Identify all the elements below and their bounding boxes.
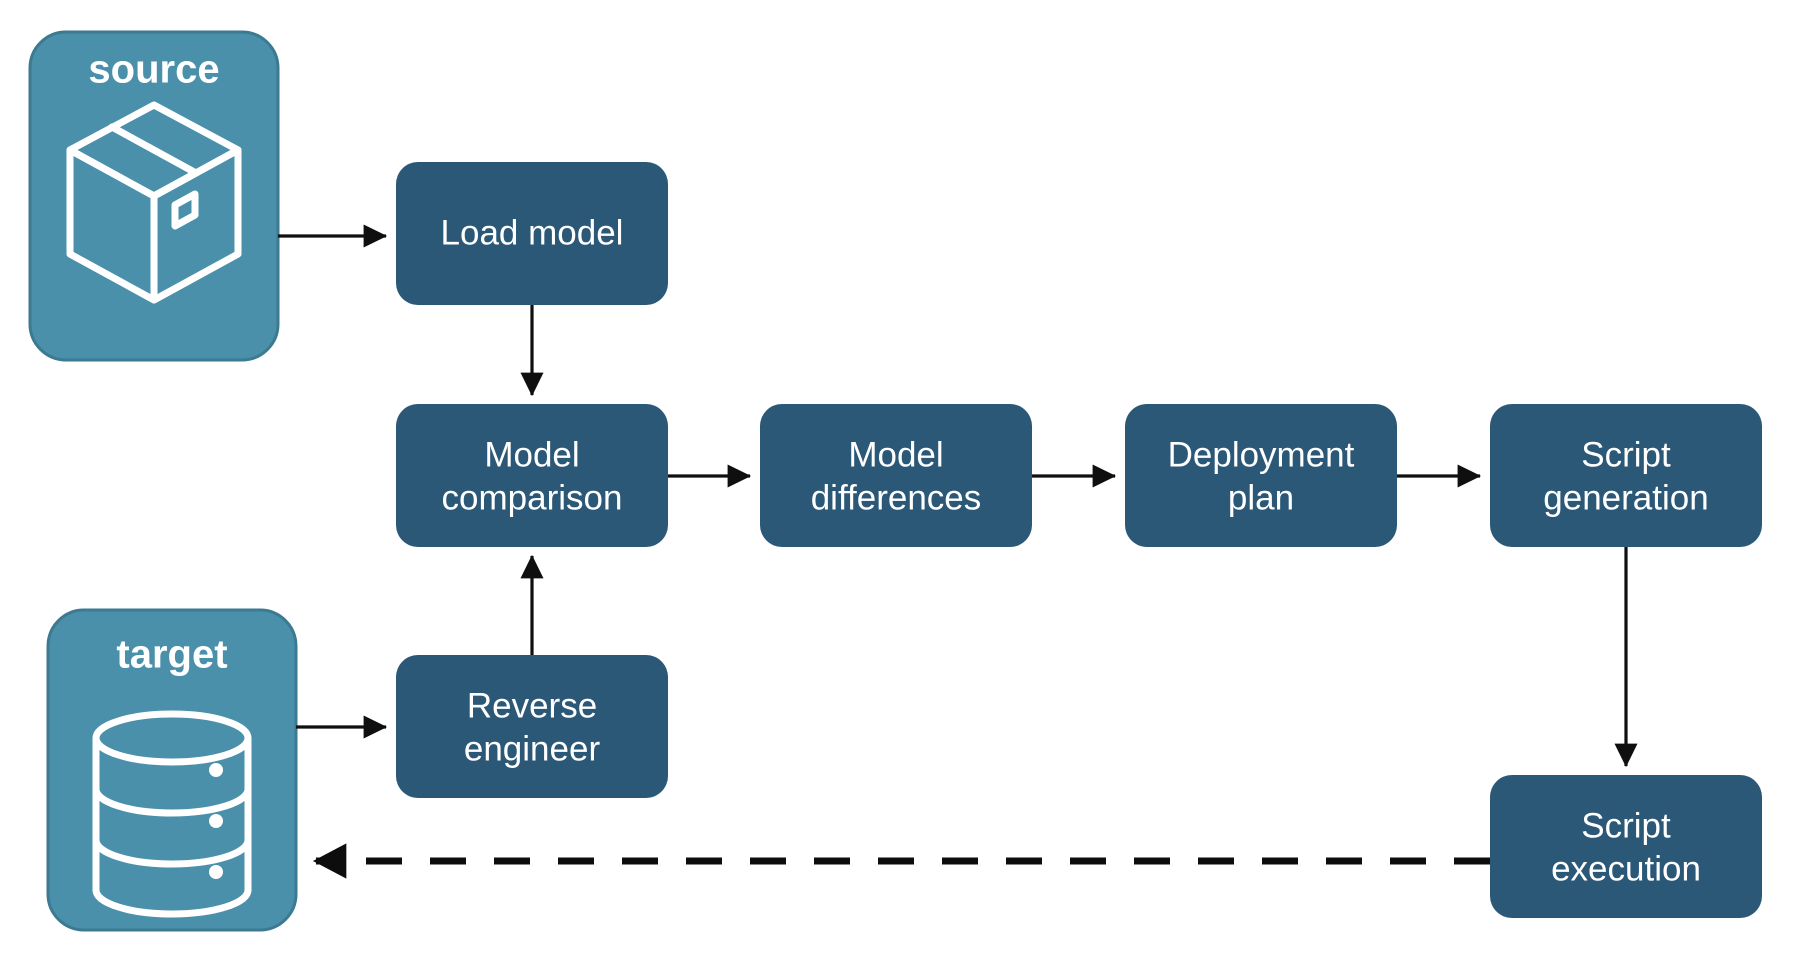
- node-model-comparison-label-line-1: Model: [484, 435, 579, 474]
- node-model-differences-shape: [760, 404, 1032, 547]
- node-script-execution-label-line-1: Script: [1581, 806, 1671, 845]
- endpoint-source-label: source: [88, 48, 219, 92]
- node-model-comparison-shape: [396, 404, 668, 547]
- endpoint-target-label: target: [116, 633, 227, 677]
- node-reverse-engineer-label-line-2: engineer: [464, 729, 601, 768]
- endpoint-source[interactable]: source: [28, 30, 280, 362]
- node-script-generation-label-line-2: generation: [1543, 478, 1708, 517]
- node-script-execution[interactable]: Script execution: [1490, 775, 1762, 918]
- node-deployment-plan-label-line-1: Deployment: [1168, 435, 1355, 474]
- package-box-icon: [66, 101, 242, 304]
- endpoint-target-shape: [46, 608, 298, 932]
- node-deployment-plan[interactable]: Deployment plan: [1125, 404, 1397, 547]
- node-script-execution-label-line-2: execution: [1551, 849, 1701, 888]
- node-script-generation-shape: [1490, 404, 1762, 547]
- node-model-differences[interactable]: Model differences: [760, 404, 1032, 547]
- node-reverse-engineer-label-line-1: Reverse: [467, 686, 597, 725]
- node-reverse-engineer-shape: [396, 655, 668, 798]
- endpoint-target[interactable]: target: [46, 608, 298, 932]
- node-deployment-plan-shape: [1125, 404, 1397, 547]
- node-model-differences-label-line-1: Model: [848, 435, 943, 474]
- node-script-generation[interactable]: Script generation: [1490, 404, 1762, 547]
- node-model-differences-label-line-2: differences: [811, 478, 982, 517]
- node-load-model-shape: [396, 162, 668, 305]
- node-deployment-plan-label-line-2: plan: [1228, 478, 1294, 517]
- node-script-generation-label-line-1: Script: [1581, 435, 1671, 474]
- node-model-comparison-label-line-2: comparison: [442, 478, 623, 517]
- node-load-model-label-line-1: Load model: [441, 213, 624, 252]
- node-reverse-engineer[interactable]: Reverse engineer: [396, 655, 668, 798]
- node-script-execution-shape: [1490, 775, 1762, 918]
- database-cylinder-icon: [92, 710, 252, 918]
- node-model-comparison[interactable]: Model comparison: [396, 404, 668, 547]
- node-load-model[interactable]: Load model: [396, 162, 668, 305]
